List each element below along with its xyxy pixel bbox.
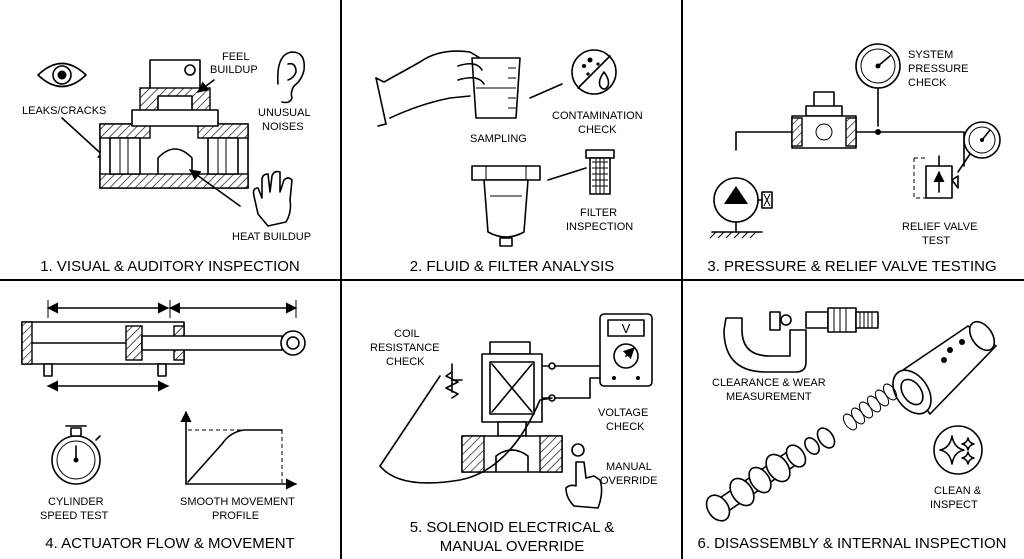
panel-5-caption-line-2: MANUAL OVERRIDE [440,538,584,555]
label-voltage: VOLTAGE [598,407,648,419]
hand-icon [252,170,293,227]
ear-icon [276,51,306,104]
label-contamination-check: CHECK [578,124,617,136]
test-probe [379,375,553,484]
hydraulic-cylinder [21,321,306,377]
valve-cross-section [99,59,249,189]
label-clearance-wear: CLEARANCE & WEAR [712,377,826,389]
label-coil: COIL [394,328,420,340]
contamination-icon [571,49,617,95]
pump-icon [709,177,773,239]
spool-part [705,444,807,522]
label-voltage-check: CHECK [606,421,645,433]
valve-body-part [892,320,997,415]
label-heat-buildup: HEAT BUILDUP [232,231,311,243]
label-coil-check: CHECK [386,356,425,368]
sparkle-icon [933,425,983,475]
o-ring-parts [804,427,836,455]
spring-part [842,383,898,431]
panel-solenoid: COIL RESISTANCE CHECK V [370,313,657,555]
hand-holding-beaker-icon [375,50,521,127]
multimeter-icon: V [599,313,653,387]
micrometer-icon [723,307,879,373]
panel-disassembly: CLEARANCE & WEAR MEASUREMENT [698,307,1007,552]
label-measurement: MEASUREMENT [726,391,812,403]
label-profile: PROFILE [212,510,259,522]
relief-valve-icon [913,155,959,199]
label-leaks-cracks: LEAKS/CRACKS [22,105,106,117]
label-inspect: INSPECT [930,499,978,511]
label-manual: MANUAL [606,461,652,473]
panel-4-caption: 4. ACTUATOR FLOW & MOVEMENT [45,535,294,552]
panel-fluid-filter: SAMPLING CONTAMINATION CHECK [375,49,643,275]
label-pressure: PRESSURE [908,63,969,75]
label-system: SYSTEM [908,49,953,61]
label-override: OVERRIDE [600,475,657,487]
panel-pressure-relief: SYSTEM PRESSURE CHECK [707,43,1001,275]
panel-1-caption: 1. VISUAL & AUDITORY INSPECTION [40,258,300,275]
panel-2-caption: 2. FLUID & FILTER ANALYSIS [410,258,615,275]
filter-element [585,149,615,195]
relief-gauge-icon [957,121,1001,173]
panel-actuator-flow: CYLINDER SPEED TEST SMOOTH MOVEMENT PROF… [21,300,306,552]
label-relief-test: TEST [922,235,950,247]
solenoid-coil [461,341,563,473]
label-noises: NOISES [262,121,304,133]
stopwatch-icon [51,425,101,485]
motion-profile-graph [180,410,298,490]
pressure-gauge-icon [855,43,901,127]
panel-3-caption: 3. PRESSURE & RELIEF VALVE TESTING [707,258,996,275]
valve-icon [791,91,857,149]
label-smooth-movement: SMOOTH MOVEMENT [180,496,295,508]
label-filter: FILTER [580,207,617,219]
label-resistance: RESISTANCE [370,342,439,354]
label-contamination: CONTAMINATION [552,110,643,122]
label-cylinder: CYLINDER [48,496,104,508]
label-check: CHECK [908,77,947,89]
pointing-hand-icon [565,443,603,509]
panel-5-caption-line-1: 5. SOLENOID ELECTRICAL & [410,519,615,536]
label-feel: FEEL [222,51,250,63]
eye-icon [37,62,87,88]
label-unusual: UNUSUAL [258,107,311,119]
label-sampling: SAMPLING [470,133,527,145]
label-clean: CLEAN & [934,485,982,497]
label-relief-valve: RELIEF VALVE [902,221,977,233]
panel-6-caption: 6. DISASSEMBLY & INTERNAL INSPECTION [698,535,1007,552]
panel-visual-auditory: LEAKS/CRACKS FEEL BUILDUP [22,51,311,275]
label-buildup: BUILDUP [210,64,258,76]
filter-housing [471,165,541,247]
meter-display: V [622,321,631,336]
label-speed-test: SPEED TEST [40,510,109,522]
label-filter-inspection: INSPECTION [566,221,633,233]
